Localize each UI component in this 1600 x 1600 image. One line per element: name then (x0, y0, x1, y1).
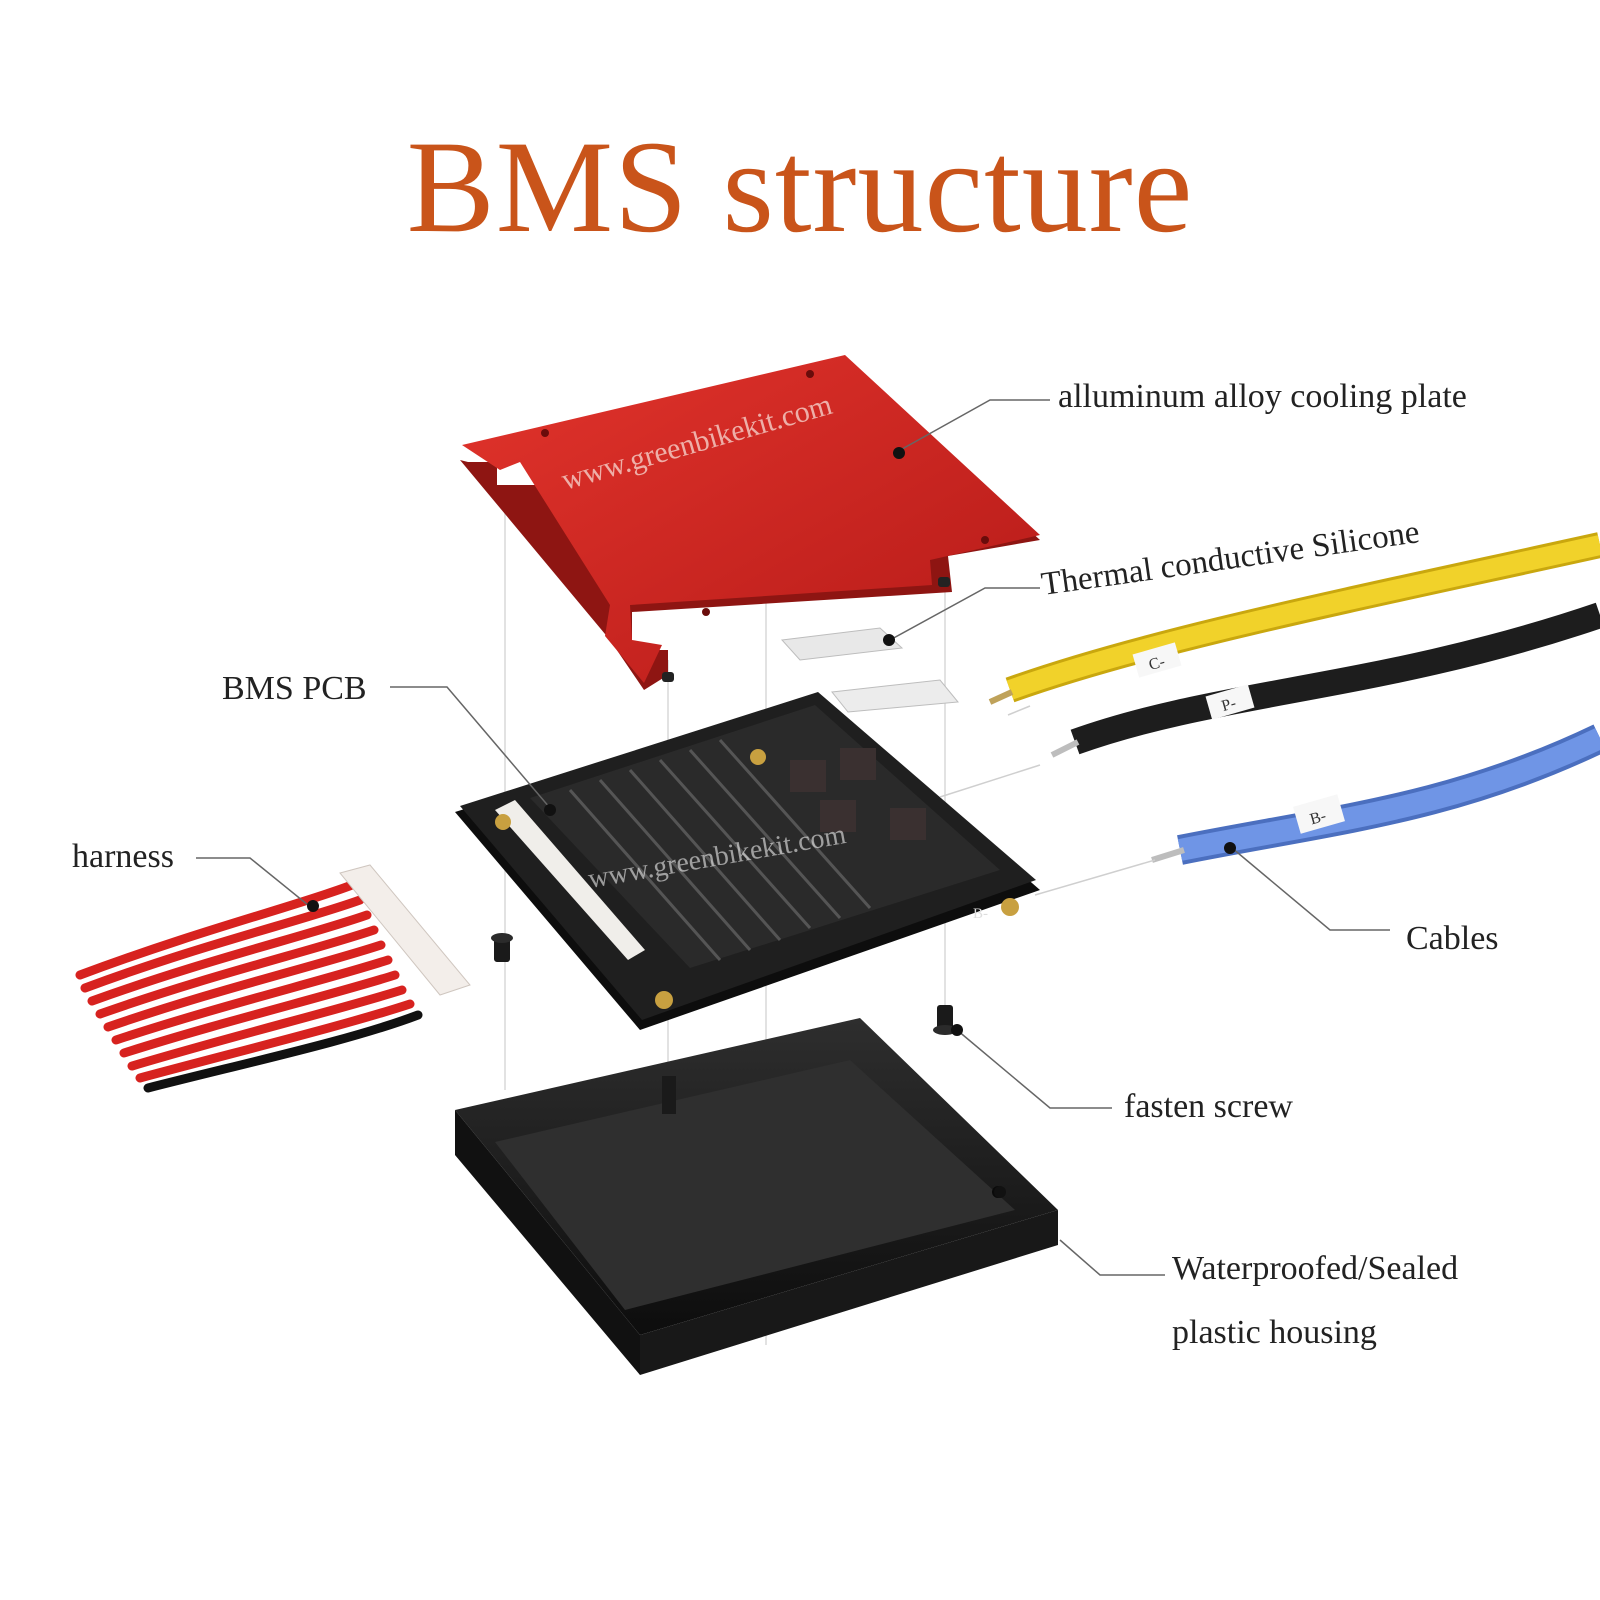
harness (75, 864, 471, 1093)
label-fasten-screw: fasten screw (1124, 1088, 1293, 1125)
cooling-plate: www.greenbikekit.com (460, 355, 1040, 690)
pcb-b-minus-marking: B- (973, 906, 988, 922)
leader-lines (196, 399, 1390, 1276)
leader-dots (307, 447, 1236, 1198)
diagram-title: BMS structure (406, 113, 1194, 260)
label-housing-line1: Waterproofed/Sealed (1172, 1250, 1459, 1287)
label-housing-line2: plastic housing (1172, 1314, 1377, 1351)
fasten-screws (491, 933, 957, 1035)
silicone-pads (780, 627, 959, 713)
label-bms-pcb: BMS PCB (222, 670, 367, 707)
cables: C- P- B- (988, 532, 1600, 865)
black-wire-tag: P- (1220, 695, 1238, 715)
label-cooling-plate: alluminum alloy cooling plate (1058, 378, 1467, 415)
label-harness: harness (72, 838, 174, 875)
label-cables: Cables (1406, 920, 1499, 957)
plastic-housing (455, 1018, 1058, 1375)
blue-wire-tag: B- (1308, 808, 1328, 829)
bms-pcb: www.greenbikekit.com B- (455, 692, 1040, 1030)
yellow-wire-tag: C- (1147, 653, 1167, 674)
